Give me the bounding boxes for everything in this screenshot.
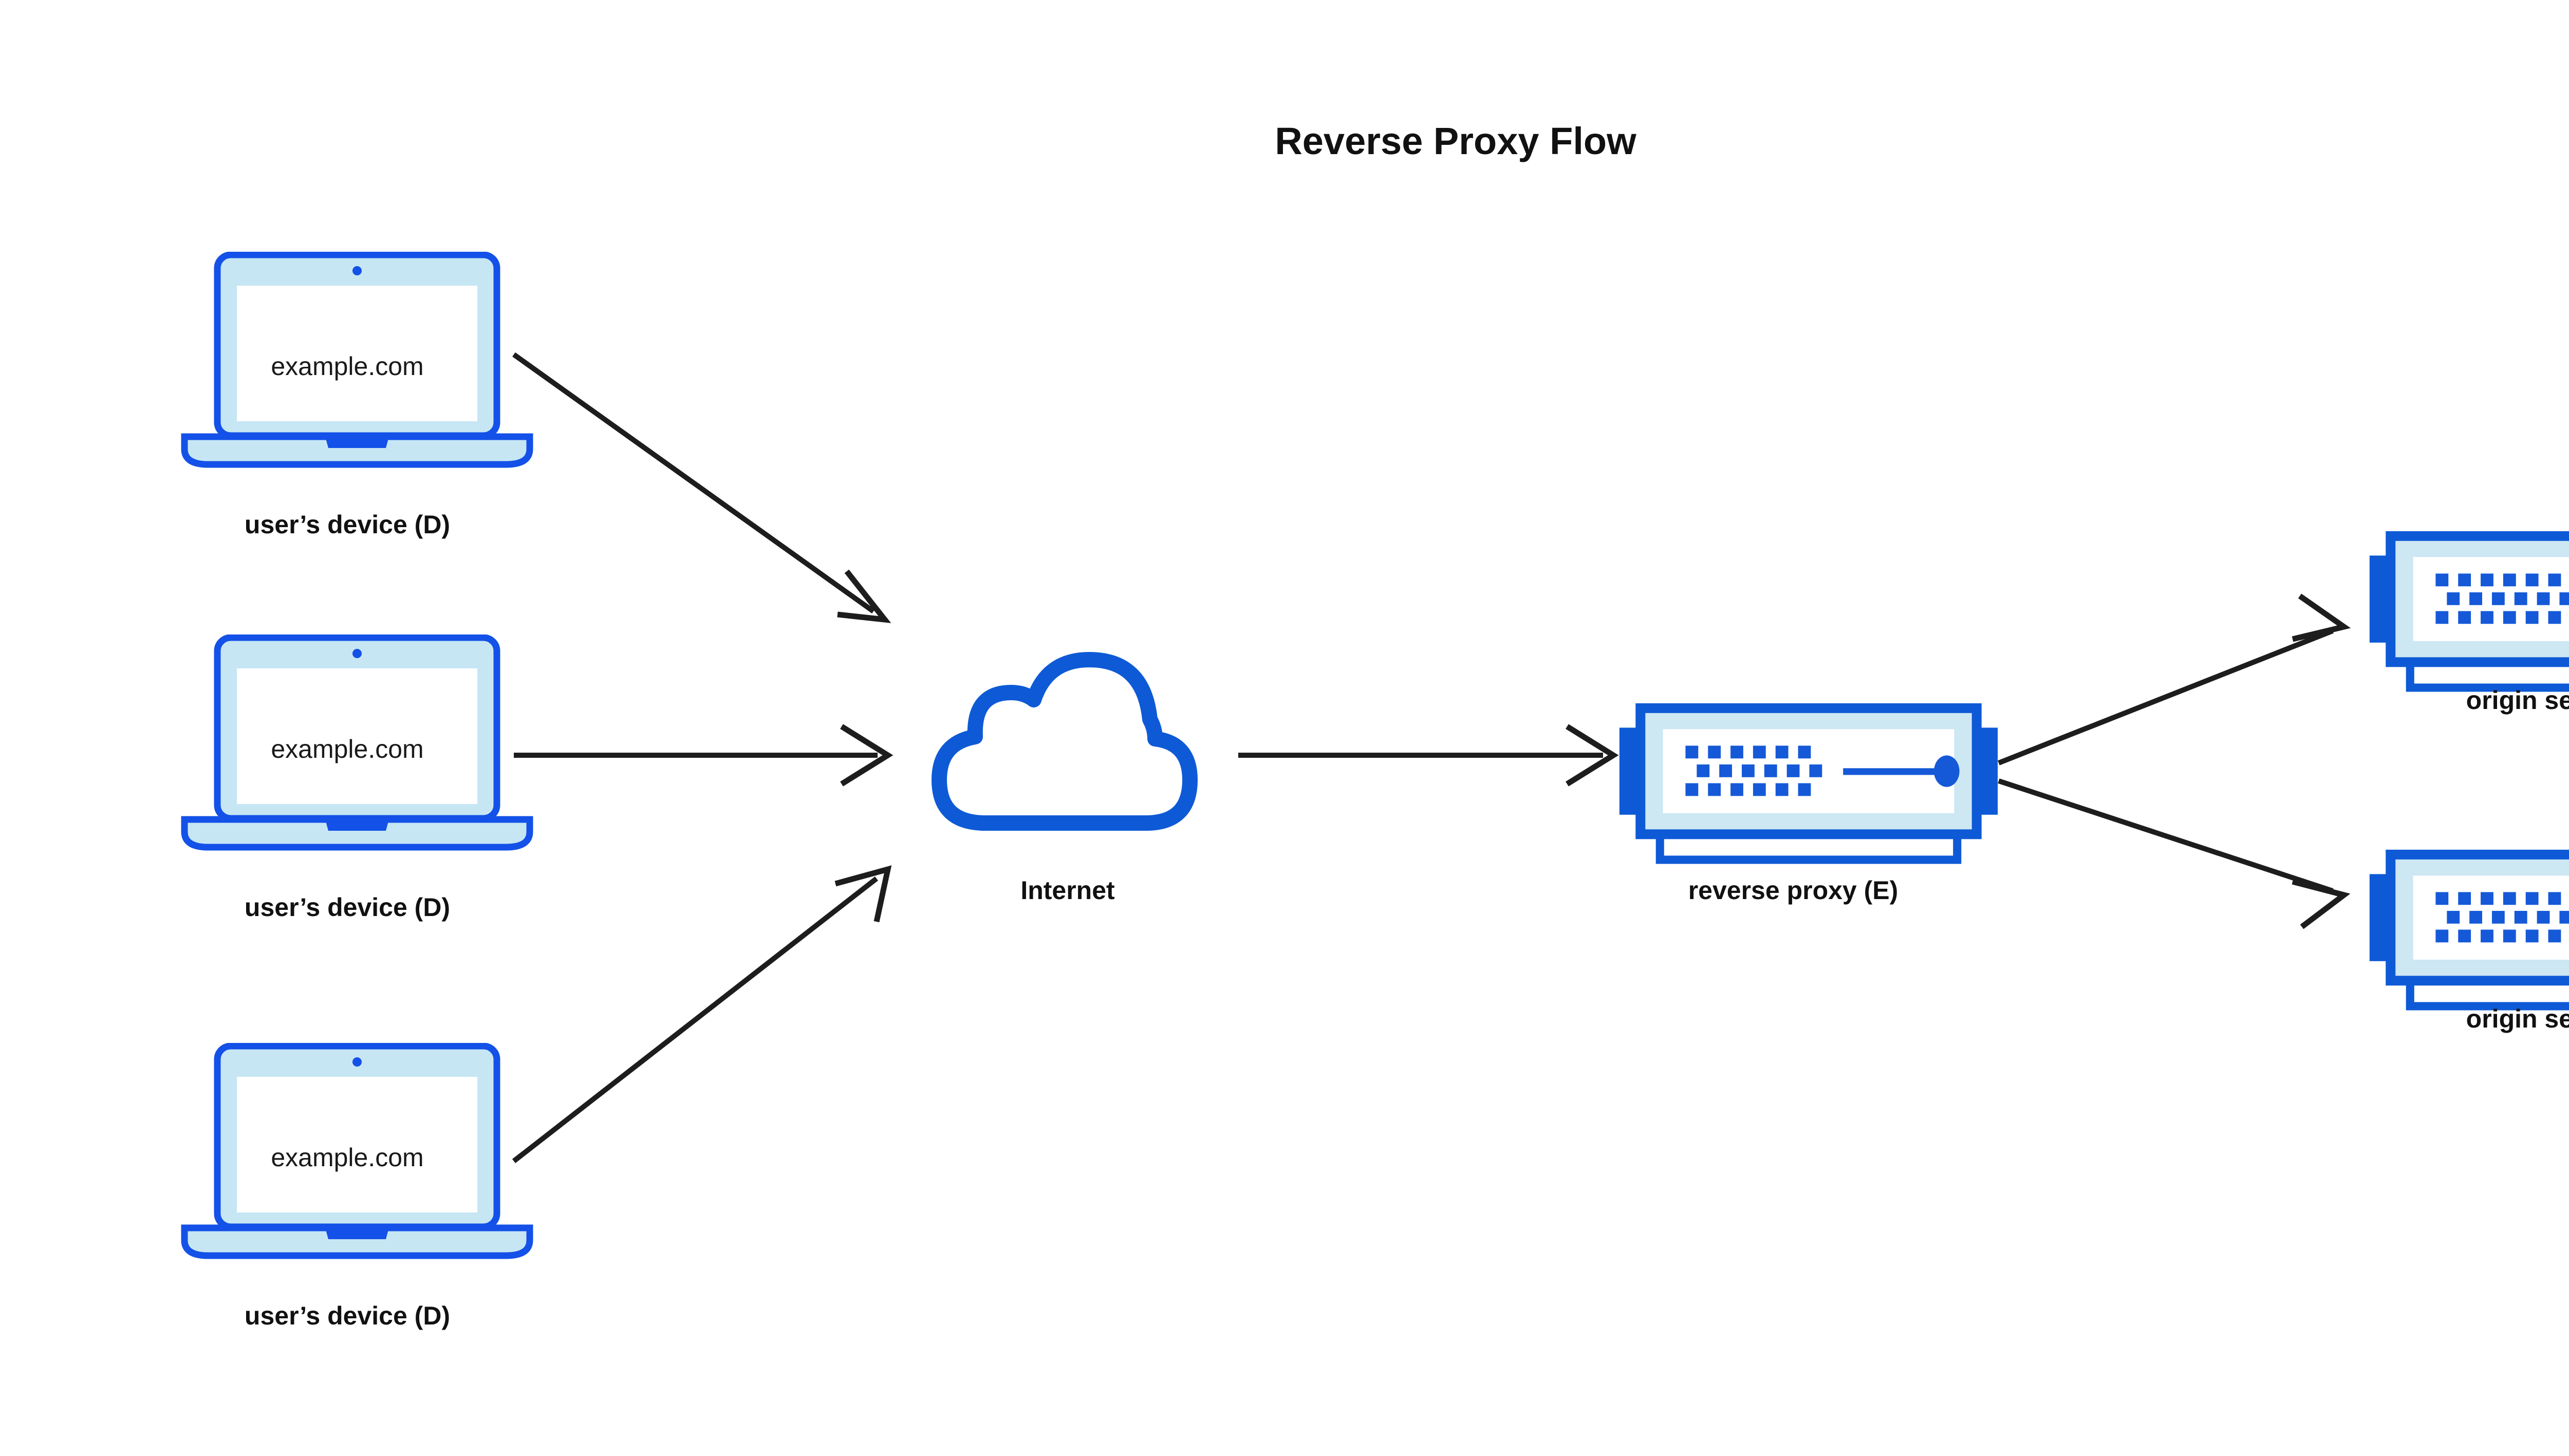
edge-proxy-to-origin-bottom [1998,778,2351,929]
device-screen-text: example.com [271,735,423,763]
page-title: Reverse Proxy Flow [1275,120,1636,162]
edges-layer [512,352,2351,1163]
origin-server-label: origin server (F) [2466,686,2569,715]
node-device-middle[interactable]: example.com user’s device (D) [184,638,530,922]
cloud-icon [939,660,1190,823]
server-icon [2370,854,2569,1006]
node-origin-top[interactable]: origin server (F) [2370,536,2569,715]
device-screen-text: example.com [271,352,423,381]
edge-device-top-to-internet [512,352,891,623]
node-internet[interactable]: Internet [939,660,1190,905]
edge-internet-to-proxy [1238,724,1619,787]
node-reverse-proxy[interactable]: reverse proxy (E) [1619,708,1998,905]
device-screen-text: example.com [271,1143,423,1172]
internet-label: Internet [1020,876,1115,905]
origin-server-label: origin server (F) [2466,1004,2569,1033]
edge-device-bottom-to-internet [512,865,892,1163]
node-device-bottom[interactable]: example.com user’s device (D) [184,1046,530,1330]
device-label: user’s device (D) [245,1301,450,1330]
edge-proxy-to-origin-top [1998,593,2351,766]
node-origin-bottom[interactable]: origin server (F) [2370,854,2569,1033]
server-icon [1619,708,1998,860]
edge-device-middle-to-internet [514,724,893,787]
node-device-top[interactable]: example.com user’s device (D) [184,255,530,539]
server-icon [2370,536,2569,687]
reverse-proxy-label: reverse proxy (E) [1688,876,1898,905]
device-label: user’s device (D) [245,510,450,539]
device-label: user’s device (D) [245,893,450,922]
